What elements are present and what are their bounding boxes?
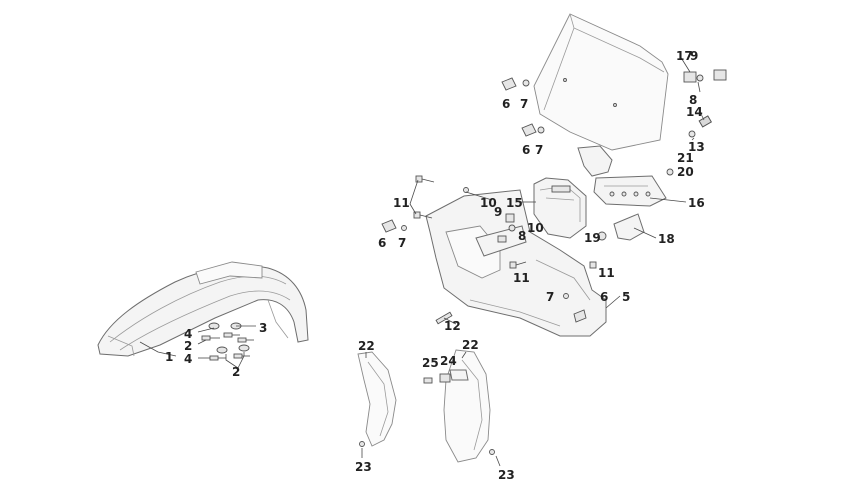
screws-upper xyxy=(666,115,713,176)
callout-11: 11 xyxy=(598,266,615,280)
mount-plate xyxy=(597,213,645,241)
callout-5: 5 xyxy=(622,290,631,304)
callout-20: 20 xyxy=(677,165,694,179)
callout-1: 1 xyxy=(165,350,174,364)
callout-13: 13 xyxy=(688,140,705,154)
headlight xyxy=(533,177,587,239)
callout-22: 22 xyxy=(358,339,375,353)
callout-8: 8 xyxy=(518,229,527,243)
fender-hardware xyxy=(201,322,254,361)
callout-10: 10 xyxy=(480,196,497,210)
callout-9: 9 xyxy=(494,205,503,219)
callout-21: 21 xyxy=(677,151,694,165)
callout-9: 9 xyxy=(690,49,699,63)
callout-24: 24 xyxy=(440,354,457,368)
windscreen xyxy=(533,13,669,151)
callout-25: 25 xyxy=(422,356,439,370)
callout-7: 7 xyxy=(520,97,529,111)
callout-19: 19 xyxy=(584,231,601,245)
callout-23: 23 xyxy=(355,460,372,474)
callout-11: 11 xyxy=(513,271,530,285)
callout-6: 6 xyxy=(378,236,387,250)
callout-4: 4 xyxy=(184,327,193,341)
callout-6: 6 xyxy=(600,290,609,304)
callout-7: 7 xyxy=(398,236,407,250)
front-fender xyxy=(97,261,309,357)
windscreen-bracket xyxy=(577,145,667,207)
callout-7: 7 xyxy=(546,290,555,304)
callout-4: 4 xyxy=(184,352,193,366)
callout-3: 3 xyxy=(259,321,268,335)
clips-and-nuts xyxy=(381,77,587,323)
fork-guard-clips xyxy=(423,373,451,384)
callout-17: 17 xyxy=(676,49,693,63)
callout-8: 8 xyxy=(689,93,698,107)
callout-23: 23 xyxy=(498,468,515,482)
callout-18: 18 xyxy=(658,232,675,246)
callout-16: 16 xyxy=(688,196,705,210)
callout-6: 6 xyxy=(522,143,531,157)
fork-guard-left xyxy=(357,351,397,447)
callout-11: 11 xyxy=(393,196,410,210)
callout-2: 2 xyxy=(184,339,193,353)
callout-6: 6 xyxy=(502,97,511,111)
fork-guard-right xyxy=(443,349,495,463)
callout-15: 15 xyxy=(506,196,523,210)
callout-22: 22 xyxy=(462,338,479,352)
callout-14: 14 xyxy=(686,105,703,119)
leader-lines xyxy=(139,55,705,467)
callout-10: 10 xyxy=(527,221,544,235)
callout-12: 12 xyxy=(444,319,461,333)
callout-2: 2 xyxy=(232,365,241,379)
callout-7: 7 xyxy=(535,143,544,157)
